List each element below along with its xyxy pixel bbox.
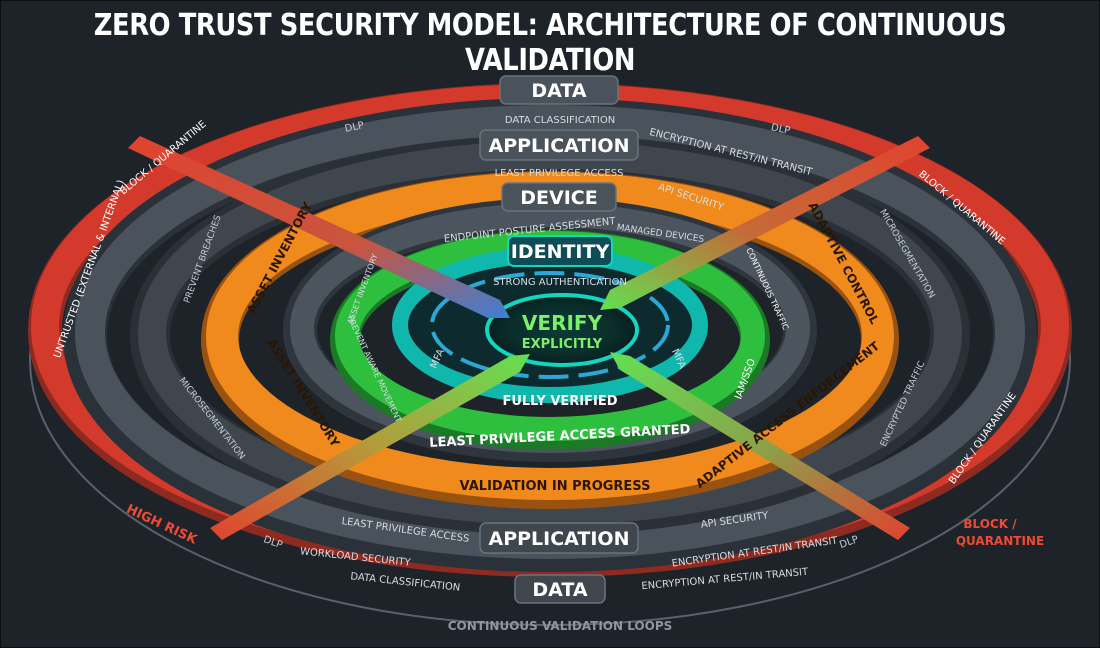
dlp-top-left: DLP (344, 120, 365, 135)
continuous-loops: CONTINUOUS VALIDATION LOOPS (448, 619, 673, 633)
device-label: DEVICE (520, 187, 597, 209)
center-verify-ellipse (485, 293, 639, 367)
application-pill-bottom (479, 522, 639, 554)
identity-label: IDENTITY (511, 241, 610, 263)
dlp-top-right: DLP (770, 122, 791, 137)
data-label-bottom: DATA (532, 579, 587, 601)
diagram-title: ZERO TRUST SECURITY MODEL: ARCHITECTURE … (93, 8, 1007, 78)
data-pill-top (499, 75, 619, 105)
arrow-bottom-right (610, 352, 910, 540)
explicitly-label: EXPLICITLY (522, 337, 603, 352)
data-classification-top: DATA CLASSIFICATION (505, 115, 615, 126)
device-pill (501, 182, 617, 212)
least-privilege-top: LEAST PRIVILEGE ACCESS (495, 168, 624, 179)
data-classification-bottom: DATA CLASSIFICATION (350, 571, 461, 593)
arrow-top-left (128, 136, 510, 318)
application-pill-top (479, 129, 639, 161)
verify-label: VERIFY (522, 311, 603, 335)
arrow-bottom-left (210, 354, 530, 540)
block-br-1: BLOCK / (963, 517, 1017, 531)
identity-pill (507, 235, 613, 267)
application-label-top: APPLICATION (489, 135, 630, 157)
arrow-top-right (600, 136, 930, 310)
application-label-bottom: APPLICATION (489, 528, 630, 550)
data-label-top: DATA (531, 80, 586, 102)
identity-inner-ring (430, 271, 670, 379)
block-br-2: QUARANTINE (956, 534, 1044, 548)
data-pill-bottom (514, 574, 606, 604)
validation-in-progress: VALIDATION IN PROGRESS (460, 479, 651, 494)
fully-verified: FULLY VERIFIED (502, 394, 617, 409)
strong-auth: STRONG AUTHENTICATION (493, 277, 627, 288)
dlp-bottom-right: DLP (838, 534, 860, 551)
